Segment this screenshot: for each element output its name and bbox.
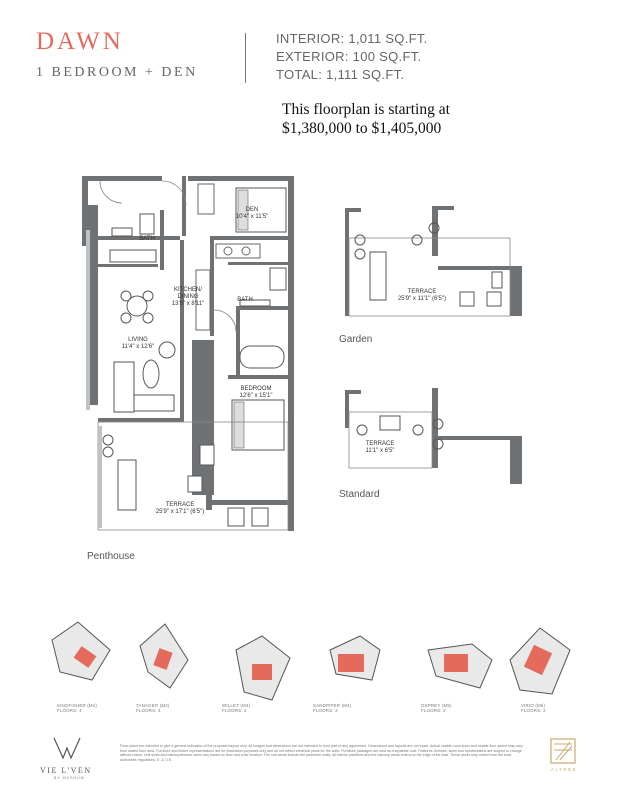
header-divider: [245, 33, 246, 83]
suite-name-label: SANDPIPER (M4): [313, 703, 352, 708]
bedroom-label: BEDROOM 12'6" x 15'1": [226, 386, 286, 400]
suite-type: 1 BEDROOM + DEN: [36, 65, 198, 80]
left-brand-name: VIE L'VEN: [40, 766, 92, 775]
suite-floors-label: FLOORS: 4: [57, 708, 82, 714]
penthouse-label: Penthouse: [87, 551, 135, 562]
suite-floors-label: FLOORS: 2: [222, 708, 247, 714]
den-size: 10'4" x 11'5": [235, 214, 269, 220]
suite-name: DAWN: [36, 28, 124, 55]
standard-label: Standard: [339, 489, 380, 500]
bath2-label: BATH: [237, 297, 253, 303]
suite-floors-label: FLOORS: 2: [421, 708, 446, 714]
kitchen-label: KITCHEN/ DINING 13'8" x 8'11": [158, 287, 218, 308]
key-plans: [51, 621, 571, 701]
living-label: LIVING 11'4" x 12'6": [108, 337, 168, 351]
standard-terrace-size: 11'1" x 6'5": [365, 448, 395, 454]
kitchen-size: 13'8" x 8'11": [171, 301, 205, 307]
terrace-name: TERRACE: [165, 502, 195, 508]
left-brand-sub: BY MAGNUM: [54, 776, 85, 780]
terrace-size: 25'9" x 17'1" (6'5"): [155, 509, 205, 515]
suite-name-label: KINGFISHER (M1): [57, 703, 98, 708]
standard-terrace-label: TERRACE 11'1" x 6'5": [355, 441, 405, 455]
interior-area: INTERIOR: 1,011 SQ.FT.: [276, 31, 428, 46]
altree-logo-icon: [550, 738, 576, 764]
suite-willet: WILLET (M3) FLOORS: 2: [222, 703, 250, 714]
area-summary: INTERIOR: 1,011 SQ.FT. EXTERIOR: 100 SQ.…: [276, 30, 428, 84]
suite-kingfisher: KINGFISHER (M1) FLOORS: 4: [57, 703, 97, 714]
total-area: TOTAL: 1,111 SQ.FT.: [276, 67, 405, 82]
price-note: This floorplan is starting at $1,380,000…: [282, 100, 450, 138]
price-range: $1,380,000 to $1,405,000: [282, 120, 442, 137]
terrace-label: TERRACE 25'9" x 17'1" (6'5"): [140, 502, 220, 516]
den-label: DEN 10'4" x 11'5": [232, 207, 272, 221]
den-name: DEN: [245, 207, 259, 213]
living-name: LIVING: [128, 337, 148, 343]
suite-floors-label: FLOORS: 2: [313, 708, 338, 714]
suite-osprey: OSPREY (M5) FLOORS: 2: [421, 703, 452, 714]
garden-label: Garden: [339, 334, 373, 345]
exterior-area: EXTERIOR: 100 SQ.FT.: [276, 49, 422, 64]
living-size: 11'4" x 12'6": [121, 344, 155, 350]
suite-sandpiper: SANDPIPER (M4) FLOORS: 2: [313, 703, 351, 714]
right-brand-name: ALTREE: [551, 767, 578, 772]
garden-terrace-size: 25'9" x 11'1" (6'5"): [397, 296, 447, 302]
suite-tanager: TANAGER (M2) FLOORS: 4: [136, 703, 170, 714]
suite-floors-label: FLOORS: 4: [136, 708, 161, 714]
kitchen-name: KITCHEN/: [173, 287, 202, 293]
vie-lven-logo-icon: [53, 737, 81, 760]
bedroom-size: 12'6" x 15'1": [239, 393, 273, 399]
suite-name-label: OSPREY (M5): [421, 703, 452, 708]
kitchen-name2: DINING: [177, 294, 199, 300]
suite-name-label: VIRIO (M6): [521, 703, 546, 708]
suite-name-label: TANAGER (M2): [136, 703, 170, 708]
legal-disclaimer: Floor plans are intended to give a gener…: [120, 744, 523, 762]
garden-terrace-name: TERRACE: [407, 289, 437, 295]
bedroom-name: BEDROOM: [240, 386, 272, 392]
suite-virio: VIRIO (M6) FLOORS: 2: [521, 703, 546, 714]
standard-terrace-name: TERRACE: [365, 441, 395, 447]
suite-floors-label: FLOORS: 2: [521, 708, 546, 714]
price-intro: This floorplan is starting at: [282, 101, 450, 118]
suite-name-label: WILLET (M3): [222, 703, 251, 708]
bath1-label: BATH: [139, 236, 155, 242]
garden-terrace-label: TERRACE 25'9" x 11'1" (6'5"): [382, 289, 462, 303]
